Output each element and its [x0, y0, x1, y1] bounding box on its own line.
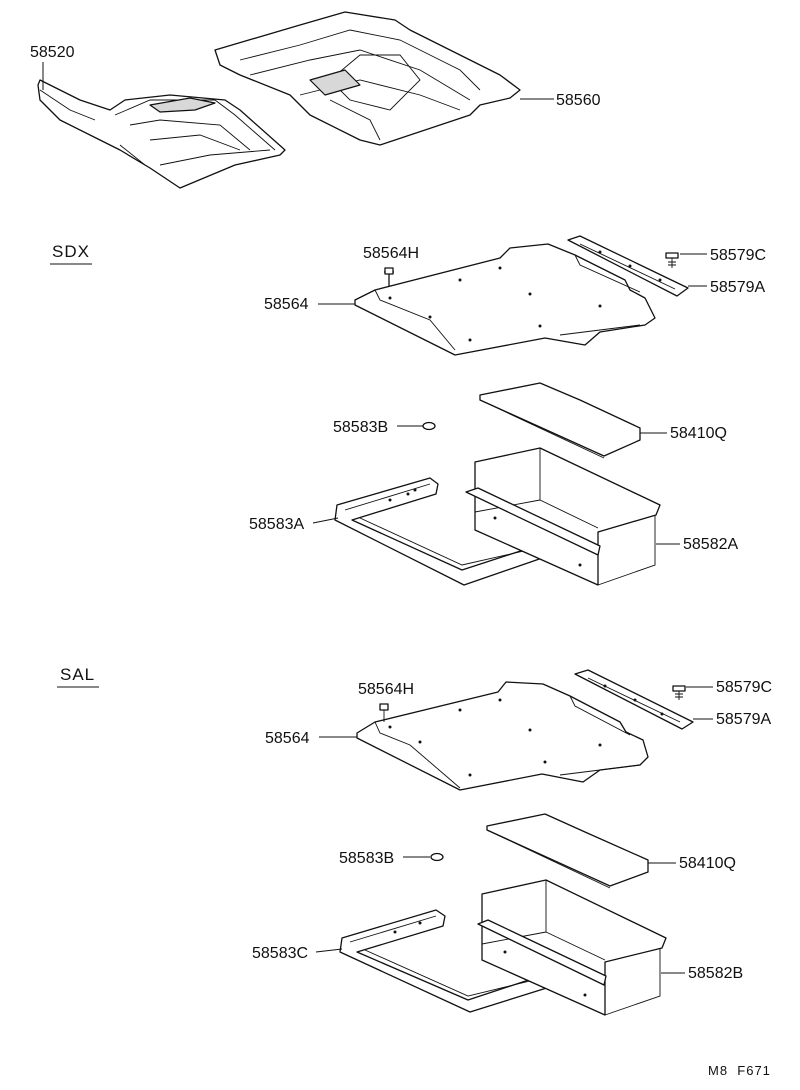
part-label-58560: 58560 — [556, 92, 601, 109]
sdx-frame-58583A — [334, 477, 559, 586]
sal-label-58410Q: 58410Q — [679, 855, 736, 872]
front-floor-panel-58520 — [37, 79, 286, 189]
sdx-label-58579C: 58579C — [710, 247, 766, 264]
sal-leader-58583C — [315, 948, 343, 953]
sal-frame-58583C — [339, 909, 563, 1013]
sdx-label-58579A: 58579A — [710, 279, 765, 296]
sal-label-58564: 58564 — [265, 730, 310, 747]
sal-grommet-58583B — [430, 852, 444, 862]
sdx-clip-58564H — [384, 267, 394, 286]
sal-board-58410Q — [486, 813, 649, 889]
section-title-sal: SAL — [60, 665, 95, 684]
sal-label-58583C: 58583C — [252, 945, 308, 962]
sdx-board-58410Q — [479, 382, 641, 459]
sal-label-58582B: 58582B — [688, 965, 743, 982]
sal-clip-58564H — [379, 703, 389, 722]
sdx-label-58410Q: 58410Q — [670, 425, 727, 442]
figure-code: M8 F671 — [708, 1063, 771, 1078]
label-58520-group: 58520 — [30, 44, 75, 90]
sdx-leader-58583A — [312, 517, 339, 524]
sdx-bracket-58579A — [567, 235, 689, 297]
section-title-sdx: SDX — [52, 242, 90, 261]
sdx-label-58582A: 58582A — [683, 536, 738, 553]
sal-label-58564H: 58564H — [358, 681, 414, 698]
sal-label-58583B: 58583B — [339, 850, 394, 867]
rear-floor-panel-58560 — [214, 11, 521, 146]
sal-floor-panel-58564 — [356, 681, 649, 791]
sal-box-58582B — [477, 879, 667, 1016]
sdx-label-58564: 58564 — [264, 296, 309, 313]
sal-label-58579A: 58579A — [716, 711, 771, 728]
sal-label-58579C: 58579C — [716, 679, 772, 696]
sdx-label-58583A: 58583A — [249, 516, 304, 533]
sdx-floor-panel-58564 — [354, 243, 656, 356]
sal-bracket-58579A — [574, 669, 694, 730]
sal-screw-58579C — [672, 685, 686, 700]
sdx-label-58583B: 58583B — [333, 419, 388, 436]
sdx-label-58564H: 58564H — [363, 245, 419, 262]
sdx-screw-58579C — [665, 252, 679, 268]
part-label-58520: 58520 — [30, 44, 75, 61]
label-58560-group: 58560 — [520, 92, 601, 109]
sdx-box-58582A — [465, 447, 661, 586]
sdx-grommet-58583B — [422, 421, 436, 431]
